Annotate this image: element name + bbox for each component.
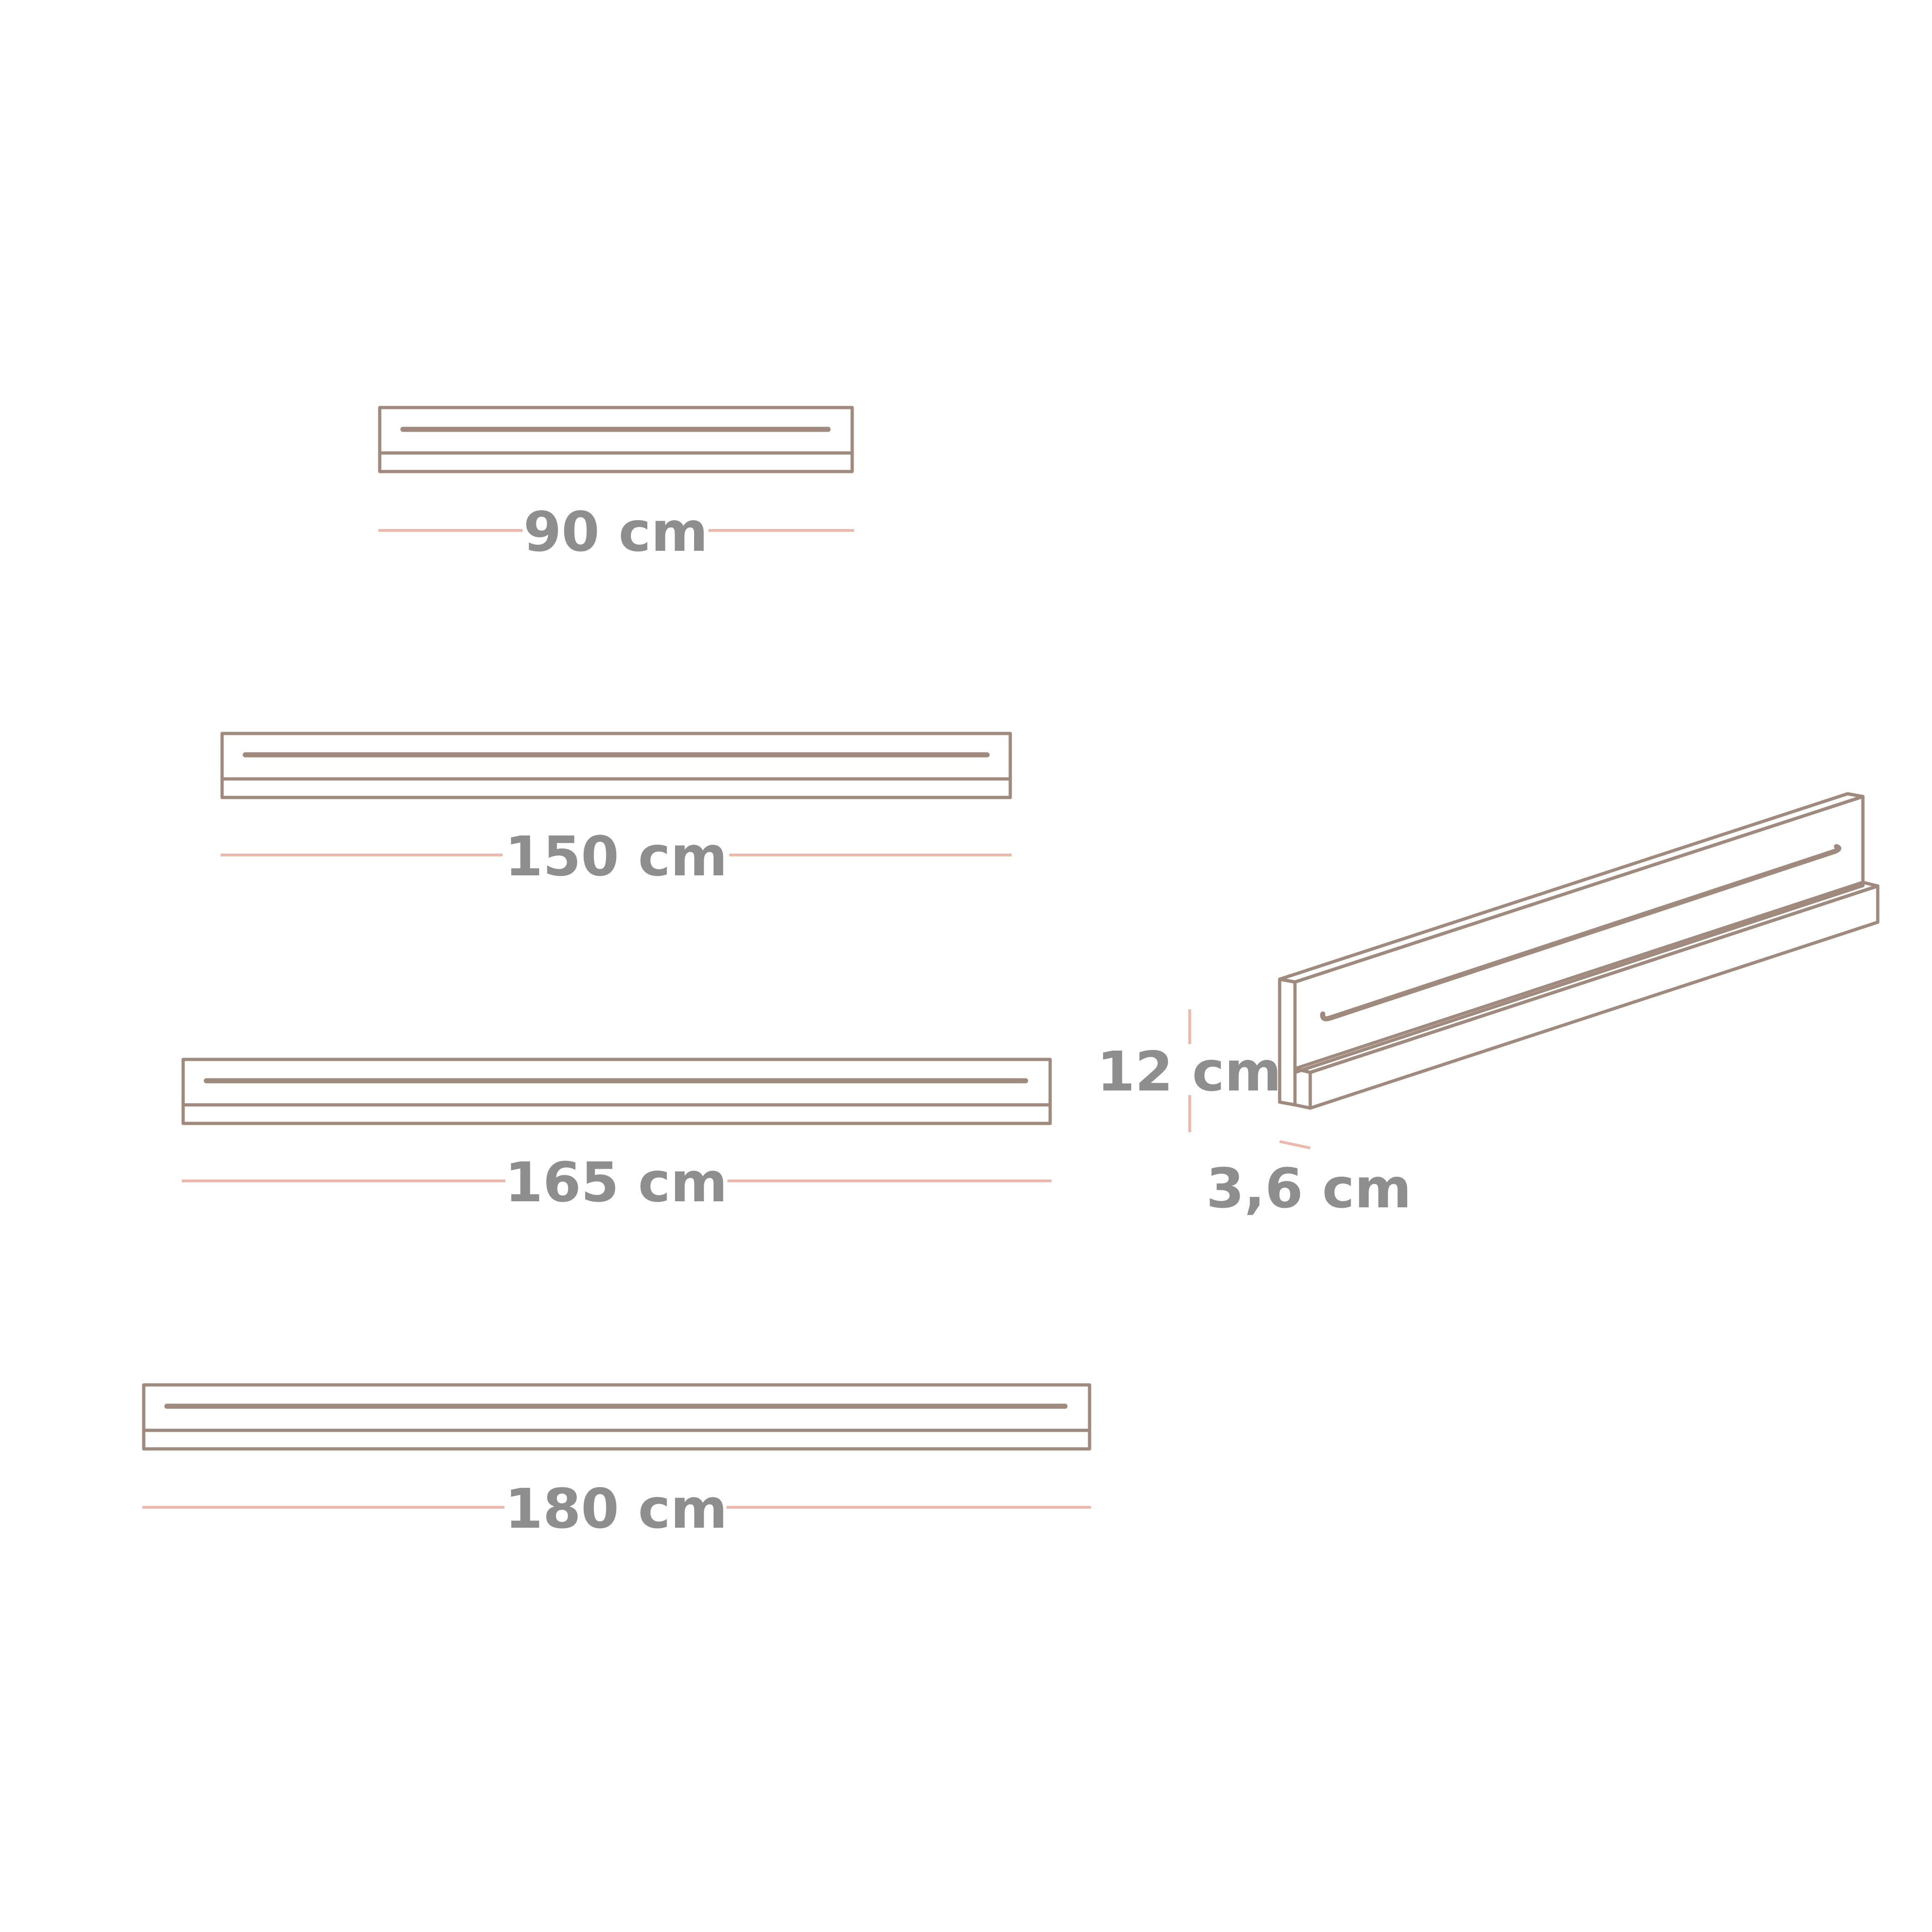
shelf-180-group: 180 cm xyxy=(142,1383,1091,1541)
perspective-back-panel-top xyxy=(1278,792,1865,984)
shelf-165-width-label: 165 cm xyxy=(505,1150,727,1214)
shelf-180-width-label: 180 cm xyxy=(505,1477,727,1541)
height-label: 12 cm xyxy=(1097,1039,1282,1103)
shelf-90-front-outline xyxy=(378,406,854,473)
shelf-90-width-label: 90 cm xyxy=(523,500,708,564)
perspective-back-panel-end xyxy=(1278,977,1297,1107)
shelf-150-group: 150 cm xyxy=(220,732,1012,888)
shelf-90-group: 90 cm xyxy=(378,406,854,564)
shelf-165-front-outline xyxy=(181,1058,1052,1125)
shelf-165-group: 165 cm xyxy=(181,1058,1052,1214)
perspective-ledge-end xyxy=(1293,1067,1312,1110)
depth-dimension-line xyxy=(1279,1140,1311,1149)
depth-label: 3,6 cm xyxy=(1206,1156,1411,1220)
shelf-180-front-outline xyxy=(142,1383,1091,1451)
perspective-shelf-group: 12 cm 3,6 cm xyxy=(1097,792,1880,1220)
shelf-150-front-outline xyxy=(220,732,1012,799)
perspective-slot xyxy=(1320,844,1842,1021)
shelf-150-width-label: 150 cm xyxy=(505,824,727,888)
